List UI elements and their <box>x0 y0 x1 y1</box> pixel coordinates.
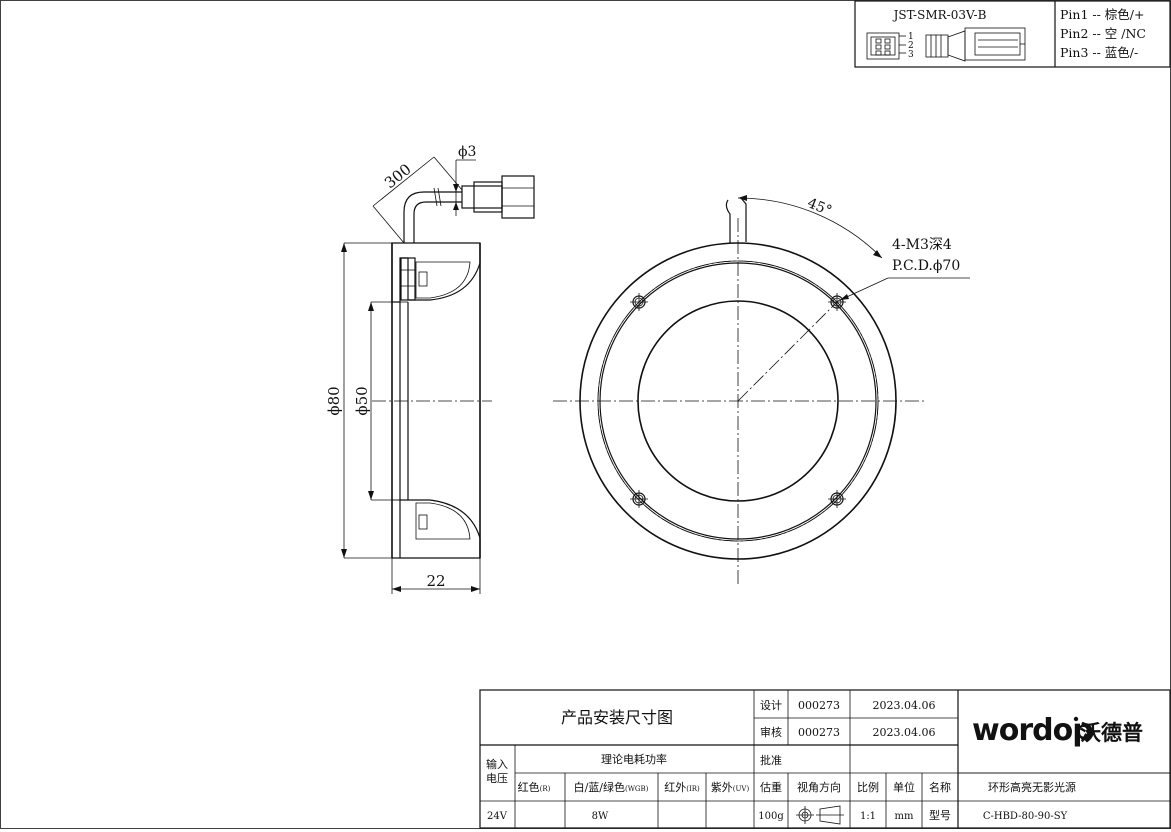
pin2-desc: Pin2 -- 空 /NC <box>1060 26 1146 41</box>
review-label: 审核 <box>760 725 782 739</box>
design-label: 设计 <box>760 699 782 712</box>
scale-value: 1:1 <box>860 811 876 822</box>
brand-logo: wordop 沃德普 <box>972 713 1143 748</box>
connector-model: JST-SMR-03V-B <box>892 8 987 22</box>
title-block-grid <box>479 689 1171 829</box>
weight-label: 估重 <box>760 780 782 794</box>
outer-diameter-label: ϕ80 <box>325 386 343 415</box>
cable-diameter-label: ϕ3 <box>458 144 476 160</box>
model-value: C-HBD-80-90-SY <box>983 811 1068 822</box>
uv-label: 紫外(UV) <box>711 781 750 794</box>
power-value: 8W <box>592 811 609 822</box>
name-label: 名称 <box>929 780 951 794</box>
depth-label: 22 <box>426 572 445 590</box>
review-date: 2023.04.06 <box>873 726 936 739</box>
design-date: 2023.04.06 <box>873 699 936 712</box>
weight-value: 100g <box>758 811 784 822</box>
side-section-view <box>372 175 535 559</box>
mounting-hole-3 <box>630 490 648 508</box>
pin-number-3: 3 <box>908 50 914 60</box>
logo-cn: 沃德普 <box>1080 721 1143 745</box>
power-label: 理论电耗功率 <box>601 752 667 766</box>
side-dimensions <box>341 156 481 594</box>
mounting-hole-1 <box>630 293 648 311</box>
pcd-callout-label: P.C.D.ϕ70 <box>892 258 960 274</box>
product-name: 环形高亮无影光源 <box>988 780 1076 794</box>
inner-diameter-label: ϕ50 <box>353 386 371 415</box>
projection-symbol-icon <box>796 805 844 825</box>
review-id: 000273 <box>798 726 840 739</box>
unit-value: mm <box>895 811 914 822</box>
pin-number-2: 2 <box>908 41 914 51</box>
approve-label: 批准 <box>760 753 782 767</box>
connector-info-box: JST-SMR-03V-B 1 2 3 <box>854 0 1171 68</box>
pin3-desc: Pin3 -- 蓝色/- <box>1060 45 1138 60</box>
cable-length-label: 300 <box>381 160 415 192</box>
input-voltage-label-1: 输入 <box>486 757 508 771</box>
wgb-label: 白/蓝/绿色(WGB) <box>574 780 649 794</box>
red-label: 红色(R) <box>518 780 551 794</box>
voltage-value: 24V <box>487 811 508 822</box>
scale-label: 比例 <box>857 780 879 794</box>
view-direction-label: 视角方向 <box>797 780 841 794</box>
design-id: 000273 <box>798 699 840 712</box>
connector-front-icon <box>866 32 906 60</box>
pin-number-1: 1 <box>908 32 914 42</box>
drawing-title: 产品安装尺寸图 <box>561 708 673 727</box>
angle-label: 45° <box>805 195 834 219</box>
unit-label: 单位 <box>893 780 915 794</box>
mounting-hole-4 <box>828 490 846 508</box>
pin1-desc: Pin1 -- 棕色/+ <box>1060 7 1145 22</box>
model-label: 型号 <box>929 808 951 822</box>
input-voltage-label-2: 电压 <box>486 772 508 785</box>
connector-side-icon <box>925 27 1026 62</box>
mounting-hole-2 <box>828 293 846 311</box>
hole-callout-label: 4-M3深4 <box>892 237 952 253</box>
front-view <box>553 195 970 586</box>
ir-label: 红外(IR) <box>664 781 700 794</box>
